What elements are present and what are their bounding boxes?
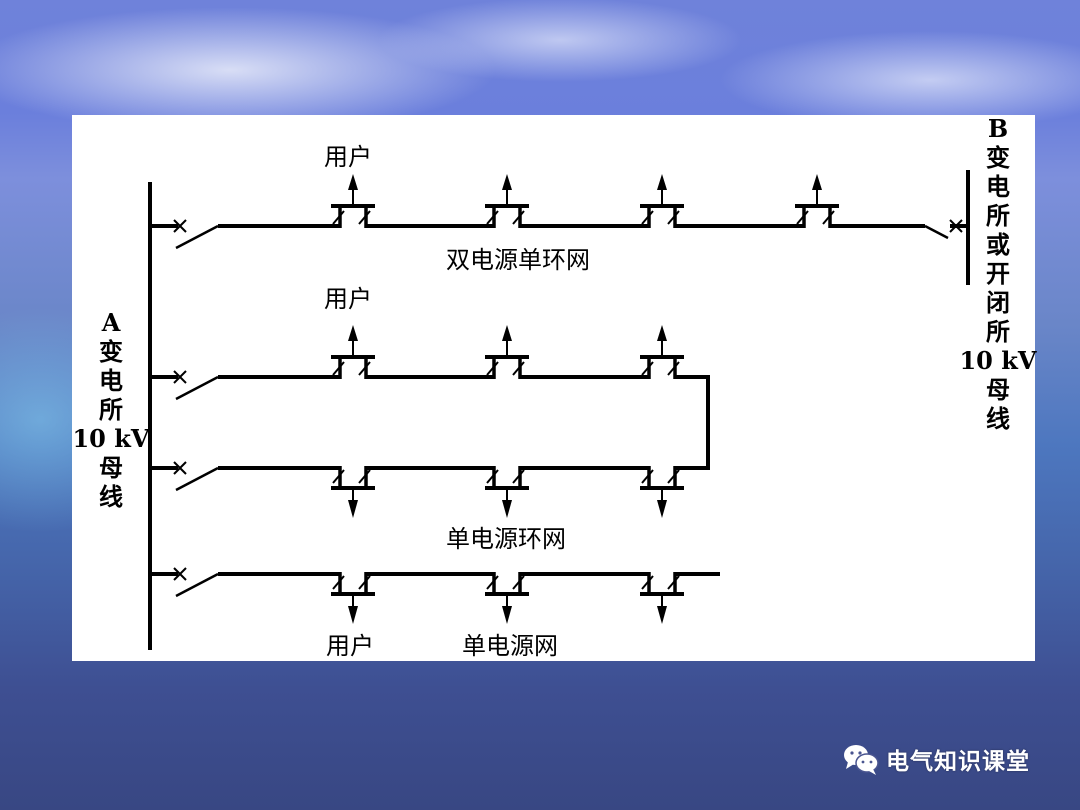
diagram-panel xyxy=(72,115,1035,661)
network-label-dual-ring: 双电源单环网 xyxy=(446,246,590,274)
bus-a-label: A 变 电 所 10 kV 母 线 xyxy=(72,308,150,511)
single-source-radial-network xyxy=(148,566,720,626)
user-label-row4: 用户 xyxy=(326,632,374,660)
network-label-single-ring: 单电源环网 xyxy=(446,525,566,553)
bus-b-label: B 变 电 所 或 开 闭 所 10 kV 母 线 xyxy=(959,114,1037,433)
user-label-row2: 用户 xyxy=(324,285,372,313)
user-label-row1: 用户 xyxy=(324,143,372,171)
watermark-text: 电气知识课堂 xyxy=(886,749,1030,775)
wechat-icon xyxy=(844,745,879,775)
single-source-ring-network xyxy=(148,323,710,520)
network-label-single-radial: 单电源网 xyxy=(462,632,558,660)
watermark: 电气知识课堂 xyxy=(842,742,1030,776)
dual-source-ring-network xyxy=(148,172,968,250)
